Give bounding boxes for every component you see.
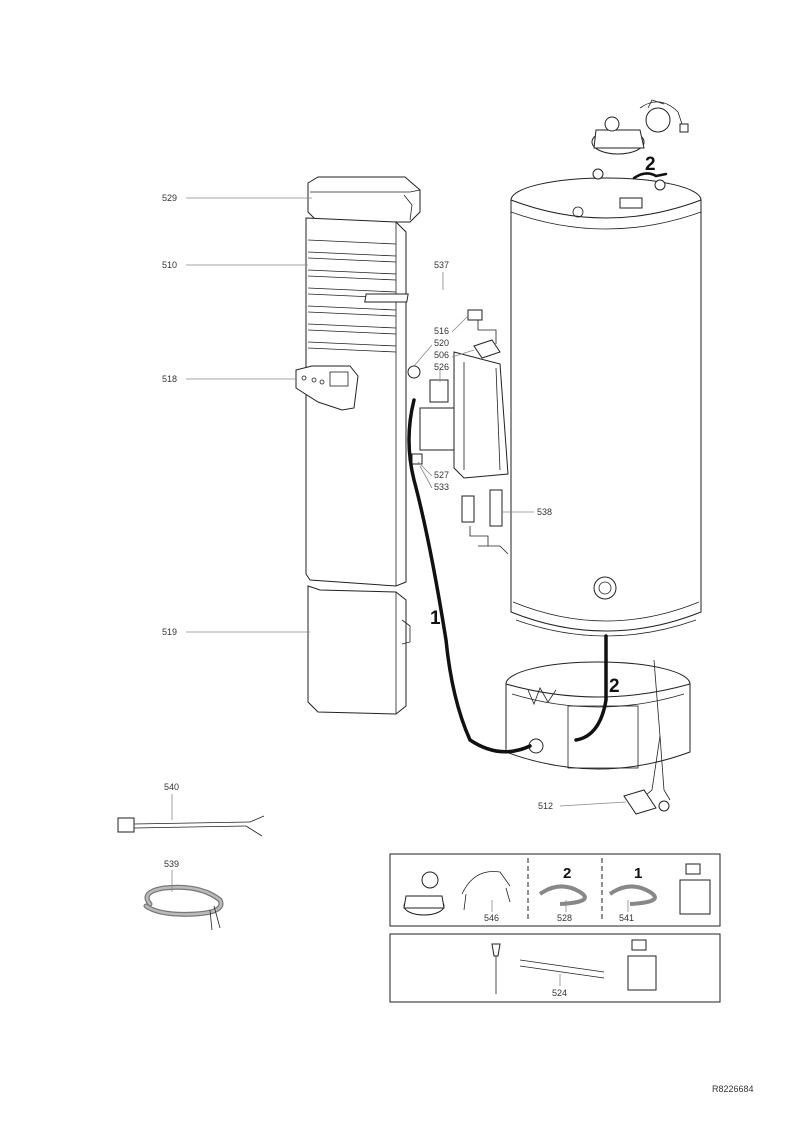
cable-1-label: 1 — [430, 608, 441, 629]
callout-518: 518 — [162, 374, 177, 384]
callout-516: 516 — [434, 326, 449, 336]
sensor-harness-512 — [623, 659, 671, 815]
callout-537: 537 — [434, 260, 449, 270]
column-casing — [295, 176, 421, 715]
base-ring — [505, 661, 691, 770]
callout-527: 527 — [434, 470, 449, 480]
callout-538: 538 — [537, 507, 552, 517]
callout-510: 510 — [162, 260, 177, 270]
kit-box-2 — [389, 933, 721, 1003]
callout-520: 520 — [434, 338, 449, 348]
control-panel-518 — [295, 365, 359, 411]
callout-539: 539 — [164, 859, 179, 869]
leader-lines — [171, 197, 629, 986]
fan-assembly — [591, 99, 689, 155]
kit-2-label: 2 — [563, 865, 571, 882]
callout-541: 541 — [619, 913, 634, 923]
cable-1 — [407, 398, 532, 754]
cable-number-labels: 1 2 2 2 1 — [430, 154, 656, 882]
cable-2 — [574, 634, 608, 742]
lower-panel-519 — [307, 585, 411, 715]
callout-533: 533 — [434, 482, 449, 492]
callout-540: 540 — [164, 782, 179, 792]
cable-2-bottom-label: 2 — [609, 676, 620, 697]
water-heater-tank — [510, 168, 702, 637]
upper-column-510 — [305, 217, 407, 587]
callout-labels: 529 510 518 519 537 516 520 506 526 527 … — [162, 193, 634, 998]
callout-524: 524 — [552, 988, 567, 998]
callout-506: 506 — [434, 350, 449, 360]
callout-528: 528 — [557, 913, 572, 923]
callout-546: 546 — [484, 913, 499, 923]
kit-1-label: 1 — [634, 865, 642, 882]
kit-fan-image — [403, 871, 445, 916]
callout-526: 526 — [434, 362, 449, 372]
electronics-box — [364, 293, 509, 555]
drawing-reference: R8226684 — [712, 1084, 754, 1094]
kit-box-1 — [389, 853, 721, 927]
cable-2-top-label: 2 — [645, 154, 656, 175]
cable-2-top — [632, 172, 668, 180]
top-cap-529 — [307, 176, 421, 223]
callout-519: 519 — [162, 627, 177, 637]
callout-529: 529 — [162, 193, 177, 203]
callout-512: 512 — [538, 801, 553, 811]
cable-540 — [117, 815, 265, 837]
cable-coil-539 — [143, 884, 224, 931]
